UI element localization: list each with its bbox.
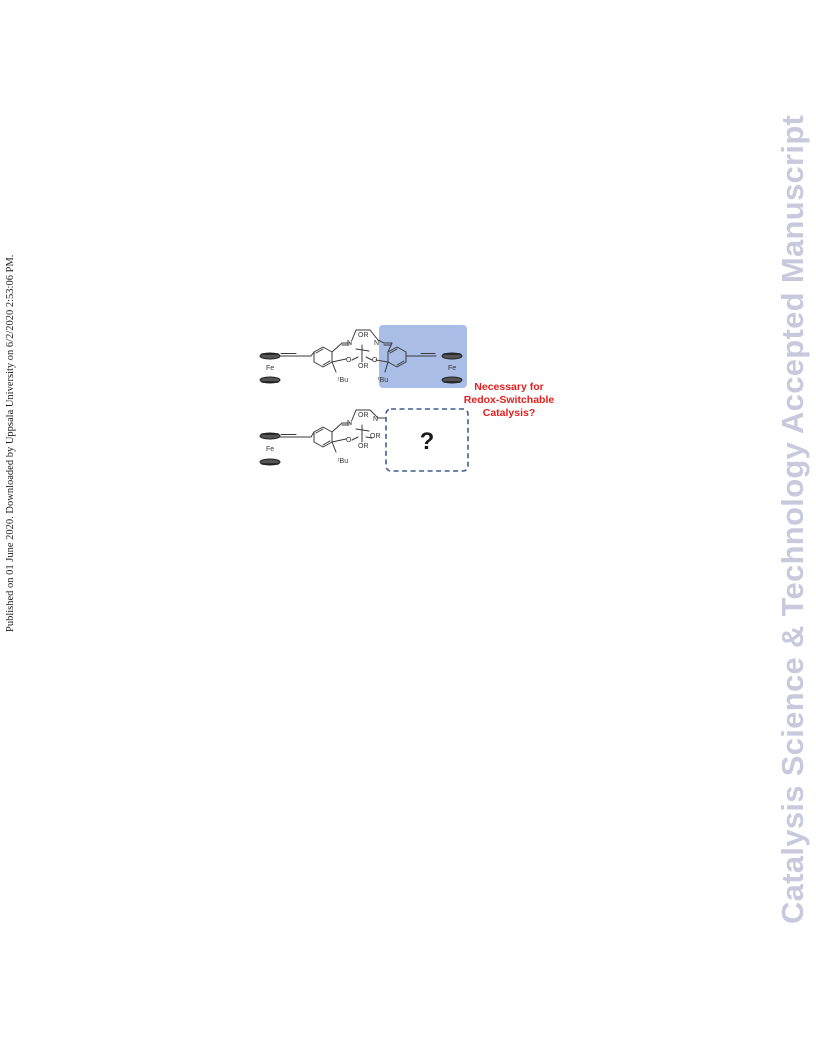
- fe-label-right-top: Fe: [448, 365, 456, 372]
- callout-line-2: Redox-Switchable: [464, 394, 555, 406]
- n-label-bottom-left: N: [347, 420, 352, 427]
- or-label-bottom-right: OR: [370, 433, 381, 440]
- n-label-bottom-right: N: [373, 416, 378, 423]
- tbu-label-top-left: ᵗBu: [338, 377, 348, 384]
- tbu-label-bottom-left: ᵗBu: [338, 458, 348, 465]
- question-mark: ?: [420, 428, 435, 455]
- dashed-question-box: [385, 408, 469, 472]
- callout-line-1: Necessary for: [474, 381, 543, 393]
- fe-label-left-bottom: Fe: [266, 446, 274, 453]
- ferrocene-left-bottom: [259, 432, 281, 466]
- o-label-top-right: O: [372, 357, 378, 364]
- or-label-bottom-upper: OR: [358, 412, 369, 419]
- o-label-top-left: O: [346, 357, 352, 364]
- fe-label-left-top: Fe: [266, 365, 274, 372]
- n-label-top-right: N: [374, 340, 379, 347]
- callout-line-3: Catalysis?: [483, 407, 536, 419]
- or-label-top-lower: OR: [358, 363, 369, 370]
- n-label-top-left: N: [347, 340, 352, 347]
- ferrocene-right-top: [441, 352, 463, 384]
- or-label-top-upper: OR: [358, 332, 369, 339]
- o-label-bottom-left: O: [346, 437, 352, 444]
- or-label-bottom-lower: OR: [358, 443, 369, 450]
- tbu-label-top-right: ᵗBu: [378, 377, 388, 384]
